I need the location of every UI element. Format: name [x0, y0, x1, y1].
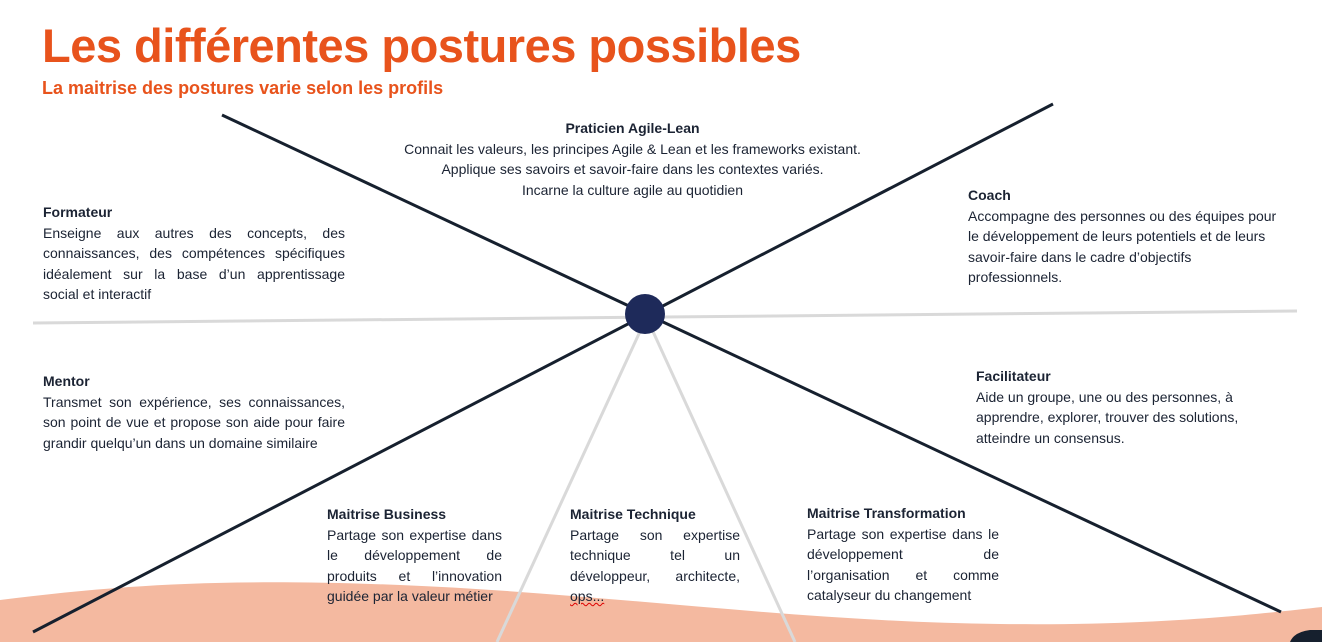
posture-title: Maitrise Business: [327, 506, 447, 522]
posture-title: Maitrise Technique: [570, 506, 696, 522]
posture-line: Connait les valeurs, les principes Agile…: [404, 140, 861, 157]
technique-left-line: [495, 324, 645, 642]
posture-text: Partage son expertise dans le développem…: [807, 525, 999, 604]
posture-text: Partage son expertise technique tel un d…: [570, 525, 740, 607]
posture-title: Facilitateur: [976, 368, 1051, 384]
posture-line: Incarne la culture agile au quotidien: [521, 181, 744, 198]
posture-text: Aide un groupe, une ou des personnes, à …: [976, 388, 1239, 446]
corner-dot: [1290, 630, 1322, 642]
posture-line: Applique ses savoirs et savoir-faire dan…: [441, 161, 824, 177]
posture-mentor: Mentor Transmet son expérience, ses conn…: [43, 371, 345, 453]
posture-technique: Maitrise Technique Partage son expertise…: [570, 504, 740, 607]
posture-text: Partage son expertise dans le développem…: [327, 526, 502, 605]
posture-title: Praticien Agile-Lean: [565, 120, 700, 136]
posture-coach: Coach Accompagne des personnes ou des éq…: [968, 185, 1278, 288]
posture-business: Maitrise Business Partage son expertise …: [327, 504, 502, 607]
page-subtitle: La maitrise des postures varie selon les…: [42, 78, 444, 98]
posture-praticien: Praticien Agile-Lean Connait les valeurs…: [340, 118, 925, 200]
diagonal-line-up: [32, 102, 1054, 634]
bottom-wave: [0, 582, 1322, 642]
posture-text: Transmet son expérience, ses connaissanc…: [43, 393, 345, 451]
technique-right-line: [648, 324, 797, 642]
diagonal-line-down: [221, 113, 1282, 614]
posture-title: Maitrise Transformation: [807, 505, 966, 521]
posture-title: Formateur: [43, 204, 113, 220]
horizontal-axis-line: [32, 309, 1298, 325]
posture-text-main: Partage son expertise technique tel un d…: [570, 526, 740, 584]
posture-title: Mentor: [43, 373, 90, 389]
posture-title: Coach: [968, 187, 1011, 203]
center-node: [625, 294, 665, 334]
posture-formateur: Formateur Enseigne aux autres des concep…: [43, 202, 345, 305]
page-title: Les différentes postures possibles: [42, 19, 801, 72]
posture-transformation: Maitrise Transformation Partage son expe…: [807, 503, 999, 606]
spellcheck-word: ops...: [570, 588, 605, 604]
posture-text: Accompagne des personnes ou des équipes …: [968, 207, 1277, 286]
posture-facilitateur: Facilitateur Aide un groupe, une ou des …: [976, 366, 1281, 448]
posture-text: Enseigne aux autres des concepts, des co…: [43, 224, 345, 303]
